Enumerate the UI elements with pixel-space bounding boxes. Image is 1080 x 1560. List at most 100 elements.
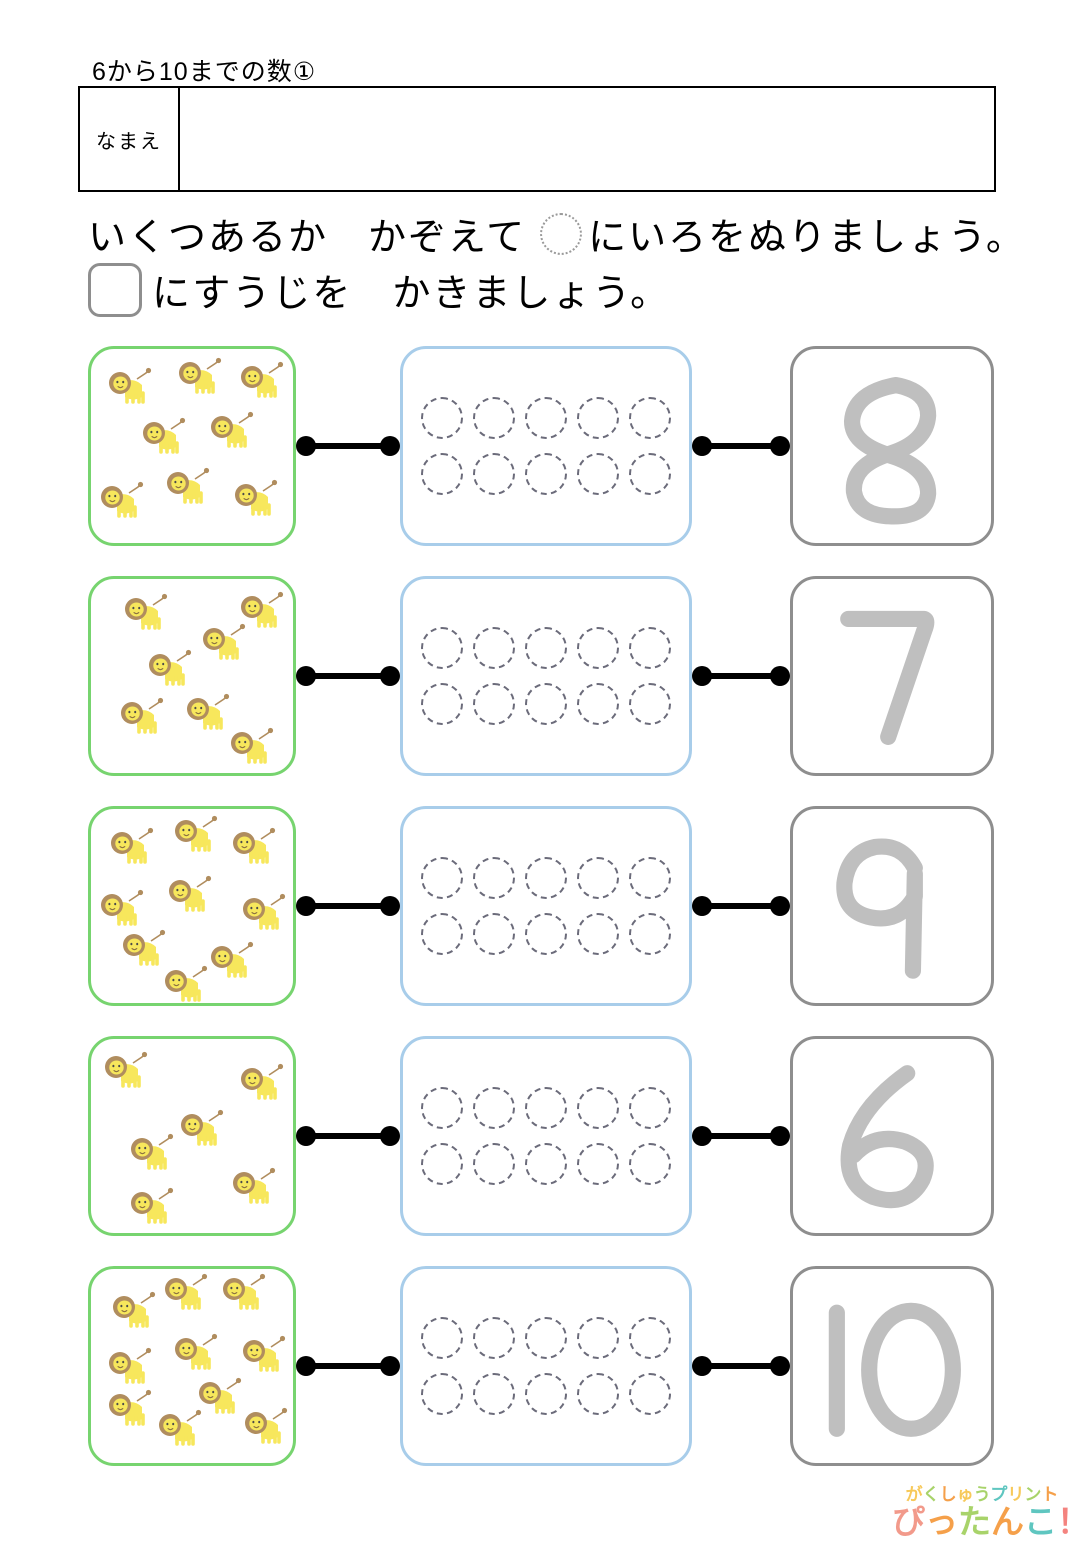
- lion-icon: [107, 1389, 153, 1429]
- colorable-circle[interactable]: [577, 453, 619, 495]
- colorable-circle[interactable]: [525, 1373, 567, 1415]
- problem-row: [0, 576, 1080, 776]
- number-trace-box[interactable]: [790, 1036, 994, 1236]
- colorable-circle[interactable]: [421, 1373, 463, 1415]
- problem-row: [0, 1266, 1080, 1466]
- colorable-circle[interactable]: [473, 1373, 515, 1415]
- colorable-circle[interactable]: [629, 857, 671, 899]
- colorable-circle[interactable]: [629, 627, 671, 669]
- lion-icon: [239, 591, 285, 631]
- colorable-circle[interactable]: [473, 1317, 515, 1359]
- connector-left: [296, 1356, 400, 1376]
- lion-icon: [201, 623, 247, 663]
- square-icon: [88, 262, 142, 317]
- colorable-circle[interactable]: [473, 1087, 515, 1129]
- colorable-circle[interactable]: [629, 1317, 671, 1359]
- lion-icon: [243, 1407, 289, 1447]
- colorable-circle[interactable]: [525, 857, 567, 899]
- colorable-circle[interactable]: [629, 1373, 671, 1415]
- colorable-circle[interactable]: [525, 453, 567, 495]
- logo-char: く: [922, 1485, 940, 1504]
- logo-char: ！: [1057, 1503, 1080, 1540]
- number-trace-box[interactable]: [790, 1266, 994, 1466]
- circle-row: [421, 397, 671, 439]
- logo-char: こ: [1024, 1503, 1057, 1540]
- lion-icon: [241, 893, 287, 933]
- connector-dot: [770, 1126, 790, 1146]
- connector-right: [692, 896, 790, 916]
- lion-icon: [185, 693, 231, 733]
- colorable-circle[interactable]: [629, 397, 671, 439]
- colorable-circle[interactable]: [525, 913, 567, 955]
- colorable-circle[interactable]: [525, 627, 567, 669]
- colorable-circle[interactable]: [629, 453, 671, 495]
- colorable-circle[interactable]: [525, 1143, 567, 1185]
- connector-right: [692, 666, 790, 686]
- colorable-circle[interactable]: [473, 627, 515, 669]
- circle-row: [421, 453, 671, 495]
- lion-icon: [209, 411, 255, 451]
- logo-char: リ: [1007, 1485, 1025, 1504]
- colorable-circle[interactable]: [577, 627, 619, 669]
- colorable-circle[interactable]: [421, 1317, 463, 1359]
- lion-icon: [163, 965, 209, 1005]
- lion-icon: [231, 1167, 277, 1207]
- colorable-circle[interactable]: [421, 453, 463, 495]
- connector-bar: [315, 903, 381, 909]
- colorable-circle[interactable]: [421, 1087, 463, 1129]
- colorable-circle[interactable]: [421, 913, 463, 955]
- name-input-field[interactable]: [180, 88, 994, 190]
- colorable-circle[interactable]: [421, 857, 463, 899]
- colorable-circle[interactable]: [421, 627, 463, 669]
- connector-bar: [315, 1363, 381, 1369]
- connector-right: [692, 1356, 790, 1376]
- colorable-circle[interactable]: [577, 1373, 619, 1415]
- lion-icon: [111, 1291, 157, 1331]
- logo-char: プ: [990, 1485, 1008, 1504]
- colorable-circle[interactable]: [577, 1143, 619, 1185]
- connector-bar: [711, 1363, 771, 1369]
- connector-dot: [380, 1356, 400, 1376]
- colorable-circle[interactable]: [421, 1143, 463, 1185]
- colorable-circle[interactable]: [629, 683, 671, 725]
- logo-char: ト: [1041, 1485, 1059, 1504]
- colorable-circle[interactable]: [473, 683, 515, 725]
- colorable-circle[interactable]: [473, 913, 515, 955]
- lion-icon: [109, 827, 155, 867]
- number-trace-box[interactable]: [790, 346, 994, 546]
- colorable-circle[interactable]: [629, 913, 671, 955]
- logo-char: た: [958, 1503, 991, 1540]
- colorable-circle[interactable]: [525, 397, 567, 439]
- instruction-text-1a: いくつあるか かぞえて: [88, 217, 527, 259]
- colorable-circle[interactable]: [473, 453, 515, 495]
- colorable-circle[interactable]: [473, 1143, 515, 1185]
- connector-dot: [770, 896, 790, 916]
- colorable-circle[interactable]: [577, 1317, 619, 1359]
- number-trace-box[interactable]: [790, 806, 994, 1006]
- logo-char: ん: [991, 1503, 1024, 1540]
- colorable-circle[interactable]: [525, 1087, 567, 1129]
- colorable-circle[interactable]: [577, 913, 619, 955]
- problem-row: [0, 806, 1080, 1006]
- connector-dot: [380, 436, 400, 456]
- colorable-circle[interactable]: [577, 1087, 619, 1129]
- colorable-circle[interactable]: [577, 397, 619, 439]
- colorable-circle[interactable]: [629, 1143, 671, 1185]
- instruction-text-1b: にいろをぬりましょう。: [588, 217, 1026, 259]
- colorable-circle[interactable]: [525, 683, 567, 725]
- lion-icon: [119, 697, 165, 737]
- lion-icon: [129, 1133, 175, 1173]
- connector-dot: [770, 436, 790, 456]
- colorable-circle[interactable]: [421, 683, 463, 725]
- name-label-cell: なまえ: [80, 88, 180, 190]
- colorable-circle[interactable]: [577, 857, 619, 899]
- colorable-circle[interactable]: [473, 397, 515, 439]
- colorable-circle[interactable]: [629, 1087, 671, 1129]
- colorable-circle[interactable]: [577, 683, 619, 725]
- colorable-circle[interactable]: [473, 857, 515, 899]
- lion-icon: [123, 593, 169, 633]
- number-trace-box[interactable]: [790, 576, 994, 776]
- colorable-circle[interactable]: [525, 1317, 567, 1359]
- lion-icon: [239, 1063, 285, 1103]
- colorable-circle[interactable]: [421, 397, 463, 439]
